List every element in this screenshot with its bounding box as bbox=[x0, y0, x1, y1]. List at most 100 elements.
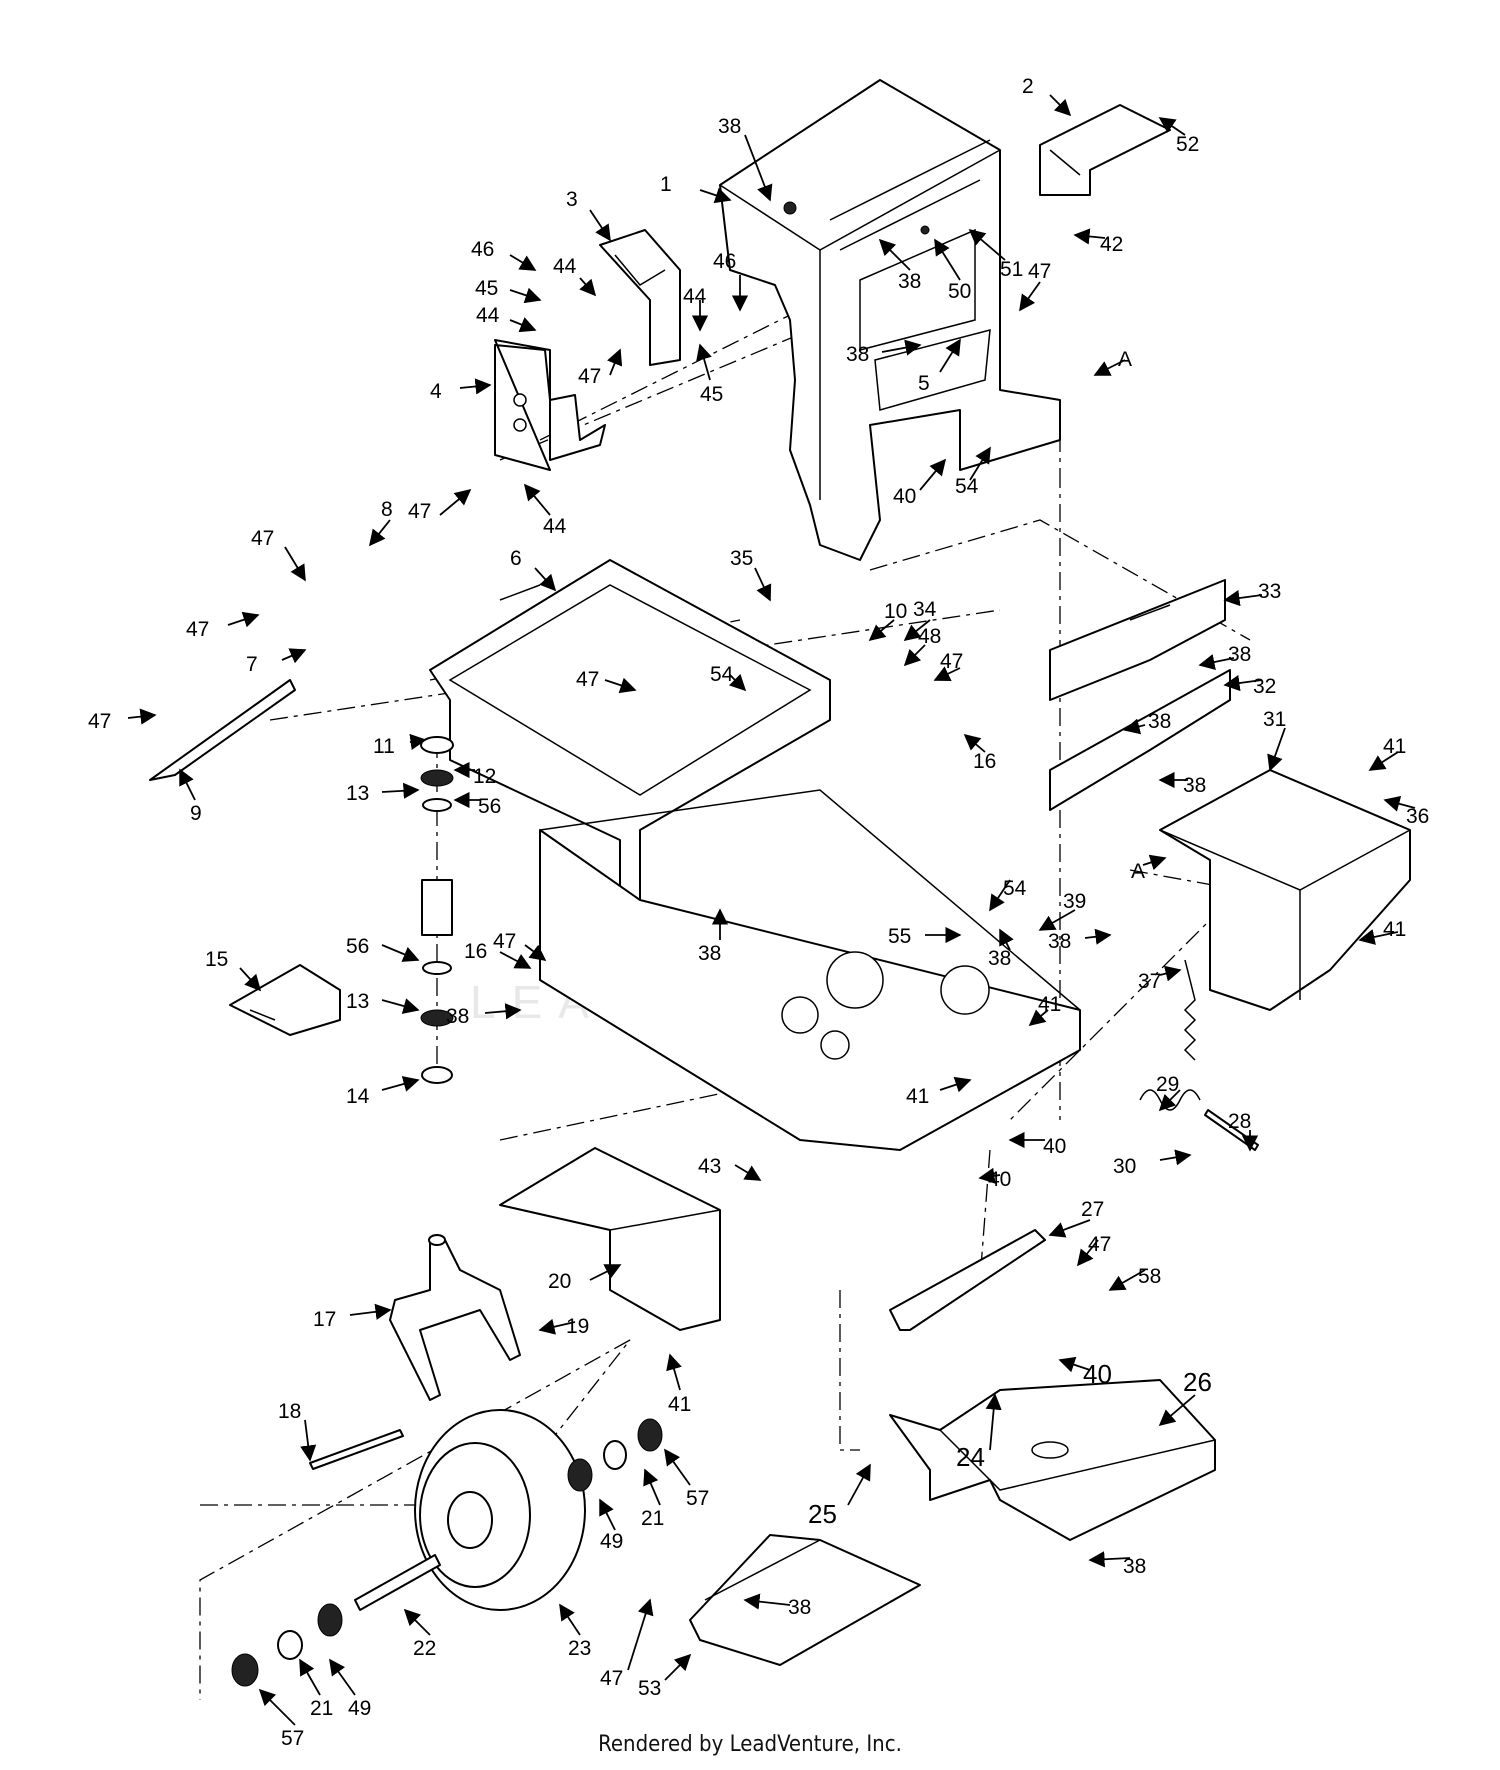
callout-number: 41 bbox=[1038, 993, 1061, 1016]
callout-number: 41 bbox=[1383, 918, 1406, 941]
callout-number: 5 bbox=[918, 372, 930, 395]
callout-23: 23 bbox=[559, 1603, 591, 1660]
callout-leader bbox=[1198, 654, 1235, 670]
callout-leader bbox=[1159, 1149, 1192, 1166]
callout-leader bbox=[499, 951, 532, 969]
callout-20: 20 bbox=[548, 1264, 622, 1293]
callout-47: 47 bbox=[251, 527, 306, 582]
callout-number: 19 bbox=[566, 1315, 589, 1338]
callout-42: 42 bbox=[1073, 228, 1123, 256]
callout-54: 54 bbox=[955, 446, 991, 498]
callout-leader bbox=[538, 1318, 576, 1335]
part-1-control-panel bbox=[719, 79, 1061, 561]
callout-5: 5 bbox=[918, 338, 961, 395]
callout-leader bbox=[1158, 1394, 1196, 1427]
callout-leader bbox=[509, 287, 542, 304]
callout-number: 47 bbox=[578, 365, 601, 388]
callout-number: 38 bbox=[846, 343, 869, 366]
callout-leader bbox=[381, 1076, 420, 1092]
callout-44: 44 bbox=[683, 285, 709, 332]
callout-number: 47 bbox=[1028, 260, 1051, 283]
callout-40: 40 bbox=[1058, 1356, 1112, 1389]
callout-number: 45 bbox=[700, 383, 723, 406]
callout-43: 43 bbox=[698, 1155, 762, 1181]
callout-leader bbox=[1088, 1551, 1131, 1568]
callout-number: 38 bbox=[898, 270, 921, 293]
callout-number: 3 bbox=[566, 188, 578, 211]
callout-26: 26 bbox=[1158, 1367, 1212, 1427]
callout-leader bbox=[939, 338, 961, 373]
callout-41: 41 bbox=[666, 1353, 691, 1416]
callout-52: 52 bbox=[1158, 117, 1199, 156]
callout-leader bbox=[459, 378, 492, 395]
callout-16: 16 bbox=[464, 940, 532, 969]
callout-number: 35 bbox=[730, 547, 753, 570]
callout-number: 53 bbox=[638, 1677, 661, 1700]
callout-number: 7 bbox=[246, 653, 258, 676]
callout-number: 48 bbox=[918, 625, 941, 648]
callout-16: 16 bbox=[963, 733, 996, 773]
callout-38: 38 bbox=[718, 115, 773, 202]
callout-leader bbox=[284, 546, 306, 582]
callout-47: 47 bbox=[88, 708, 157, 733]
callout-57: 57 bbox=[664, 1448, 709, 1510]
callout-number: 2 bbox=[1022, 75, 1034, 98]
callout-leader bbox=[1048, 1219, 1091, 1238]
callout-38: 38 bbox=[1048, 928, 1112, 953]
callout-leader bbox=[666, 1353, 682, 1391]
callout-number: 22 bbox=[413, 1637, 436, 1660]
callout-number: 17 bbox=[313, 1308, 336, 1331]
callout-number: 47 bbox=[493, 930, 516, 953]
callout-41: 41 bbox=[1028, 993, 1061, 1027]
callout-leader bbox=[299, 1658, 321, 1696]
callout-27: 27 bbox=[1048, 1198, 1104, 1238]
callout-leader bbox=[881, 339, 922, 356]
callout-leader bbox=[754, 567, 772, 602]
callout-number: 39 bbox=[1063, 890, 1086, 913]
callout-number: 38 bbox=[1048, 930, 1071, 953]
callout-38: 38 bbox=[446, 1003, 522, 1028]
callout-47: 47 bbox=[600, 1598, 654, 1690]
part-53-plate bbox=[689, 1534, 921, 1666]
callout-leader bbox=[744, 134, 773, 202]
callout-number: 47 bbox=[600, 1667, 623, 1690]
callout-number: 47 bbox=[576, 668, 599, 691]
callout-leader bbox=[1383, 795, 1416, 812]
callout-14: 14 bbox=[346, 1076, 420, 1108]
callout-leader bbox=[1076, 1239, 1099, 1267]
callout-number: 44 bbox=[683, 285, 707, 308]
wheel-bearings bbox=[231, 1418, 663, 1687]
callout-leader bbox=[1049, 94, 1072, 117]
callout-44: 44 bbox=[553, 255, 597, 297]
callout-number: 13 bbox=[346, 990, 369, 1013]
callout-number: 50 bbox=[948, 280, 971, 303]
callout-number: 26 bbox=[1183, 1367, 1212, 1397]
callout-number: 43 bbox=[698, 1155, 721, 1178]
part-31-cover bbox=[1159, 769, 1411, 1011]
callout-number: 1 bbox=[660, 173, 672, 196]
callout-8: 8 bbox=[368, 498, 393, 547]
callout-number: 20 bbox=[548, 1270, 571, 1293]
callout-leader bbox=[939, 1076, 972, 1093]
callout-number: 15 bbox=[205, 948, 228, 971]
callout-leader bbox=[963, 733, 986, 753]
callout-leader bbox=[1084, 928, 1112, 945]
callout-40: 40 bbox=[978, 1167, 1011, 1191]
callout-number: A bbox=[1118, 348, 1132, 371]
callout-leader bbox=[627, 1598, 654, 1671]
callout-number: 46 bbox=[713, 250, 736, 273]
callout-number: 23 bbox=[568, 1637, 591, 1660]
callout-58: 58 bbox=[1108, 1265, 1161, 1291]
callout-number: 55 bbox=[888, 925, 911, 948]
callout-leader bbox=[523, 483, 551, 516]
callout-22: 22 bbox=[403, 1608, 436, 1660]
callout-number: 24 bbox=[956, 1442, 985, 1472]
callout-leader bbox=[1093, 359, 1126, 376]
callout-leader bbox=[509, 254, 537, 271]
callout-44: 44 bbox=[523, 483, 567, 538]
callout-33: 33 bbox=[1223, 580, 1281, 607]
callout-6: 6 bbox=[510, 547, 557, 592]
callout-50: 50 bbox=[934, 238, 971, 303]
callout-2: 2 bbox=[1022, 75, 1072, 117]
callout-number: 54 bbox=[1003, 877, 1027, 900]
